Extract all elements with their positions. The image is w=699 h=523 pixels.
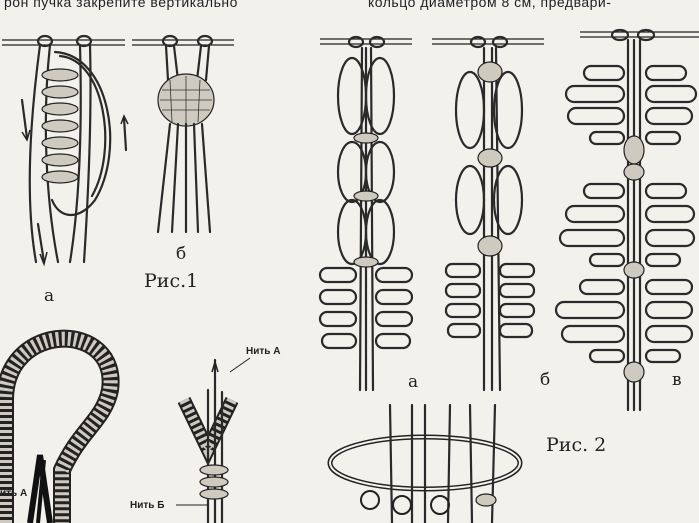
- fig2b-drawing: [432, 37, 544, 390]
- fig1-label-b: б: [176, 244, 186, 264]
- fig2v-drawing: [556, 30, 699, 410]
- fig1-label-a: а: [44, 286, 54, 306]
- fig2-caption: Рис. 2: [546, 434, 606, 456]
- thread-a-cut-label: ить А: [0, 488, 27, 499]
- fig3-ring: [330, 405, 520, 523]
- fig2-label-a: а: [408, 372, 418, 392]
- thread-b-label: Нить Б: [130, 500, 164, 511]
- fig3-braid: [176, 358, 250, 523]
- fig2a-drawing: [320, 37, 412, 390]
- fig1-caption: Рис.1: [144, 270, 198, 292]
- thread-a-label: Нить А: [246, 346, 280, 357]
- fig2v-loops: [556, 66, 696, 362]
- fig2-label-v: в: [672, 370, 682, 390]
- fig1b-drawing: [132, 36, 234, 232]
- fig1a-drawing: [2, 36, 128, 264]
- fig2-label-b: б: [540, 370, 550, 390]
- fig2b-loops: [446, 264, 534, 337]
